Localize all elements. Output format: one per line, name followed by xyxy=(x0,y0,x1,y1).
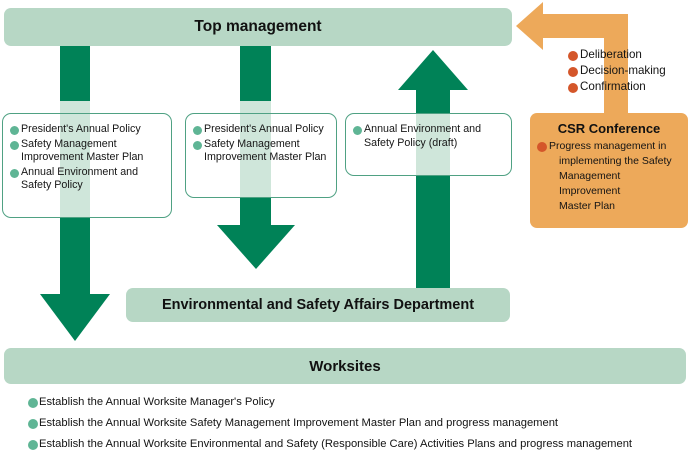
arrow-top-management-to-worksites xyxy=(40,46,110,341)
band-department-label: Environmental and Safety Affairs Departm… xyxy=(161,297,475,313)
list-item: Safety Management Improvement Master Pla… xyxy=(193,138,328,165)
list-item: Deliberation xyxy=(568,48,690,61)
list-item-label: Safety Management Improvement Master Pla… xyxy=(204,137,327,164)
box-draft-policy: Annual Environment and Safety Policy (dr… xyxy=(345,113,512,176)
csr-bullet-text: Progress management in implementing the … xyxy=(549,139,681,214)
list-item: Annual Environment and Safety Policy xyxy=(10,166,163,193)
list-item-label: Annual Environment and Safety Policy xyxy=(21,165,139,192)
list-item: Establish the Annual Worksite Environmen… xyxy=(28,438,688,451)
list-item-label: Annual Environment and Safety Policy (dr… xyxy=(364,123,482,149)
list-item-label: Confirmation xyxy=(580,80,646,93)
list-item: Progress management in implementing the … xyxy=(537,139,681,214)
list-item: President's Annual Policy xyxy=(193,123,328,137)
band-top-management: Top management xyxy=(4,8,512,46)
bullet-dot-icon xyxy=(28,440,38,450)
decision-list: Deliberation Decision-making Confirmatio… xyxy=(568,48,690,96)
bullet-dot-icon xyxy=(537,142,547,152)
bullet-dot-icon xyxy=(10,140,19,150)
band-environmental-safety-affairs-department: Environmental and Safety Affairs Departm… xyxy=(126,288,510,322)
list-item: Confirmation xyxy=(568,80,690,93)
bullet-dot-icon xyxy=(10,168,19,178)
bullet-dot-icon xyxy=(568,67,578,77)
list-item-label: Safety Management Improvement Master Pla… xyxy=(21,137,144,164)
csr-bullet-line: Progress management in xyxy=(549,140,667,152)
bullet-dot-icon xyxy=(353,126,362,135)
list-item-label: Establish the Annual Worksite Environmen… xyxy=(39,438,633,450)
list-item: President's Annual Policy xyxy=(10,123,163,137)
bullet-dot-icon xyxy=(193,140,202,150)
csr-bullet-line: Master Plan xyxy=(559,200,616,212)
list-item-label: Establish the Annual Worksite Safety Man… xyxy=(39,417,559,429)
list-item-label: President's Annual Policy xyxy=(21,123,141,135)
bullet-dot-icon xyxy=(193,126,202,135)
bullet-dot-icon xyxy=(28,398,38,408)
csr-conference-title: CSR Conference xyxy=(557,121,661,136)
list-item-label: President's Annual Policy xyxy=(204,123,324,135)
list-item: Establish the Annual Worksite Manager's … xyxy=(28,396,688,409)
list-item: Decision-making xyxy=(568,64,690,77)
arrow-top-management-to-department xyxy=(217,46,295,269)
list-item: Safety Management Improvement Master Pla… xyxy=(10,138,163,165)
bullet-dot-icon xyxy=(568,83,578,93)
list-item-label: Establish the Annual Worksite Manager's … xyxy=(39,396,275,408)
csr-bullet-line: implementing the Safety xyxy=(559,155,672,167)
list-item-label: Decision-making xyxy=(580,64,666,77)
bullet-dot-icon xyxy=(28,419,38,429)
box-department-inputs: President's Annual Policy Safety Managem… xyxy=(185,113,337,198)
list-item: Establish the Annual Worksite Safety Man… xyxy=(28,417,688,430)
bullet-dot-icon xyxy=(568,51,578,61)
list-item-label: Deliberation xyxy=(580,48,642,61)
arrow-csr-to-top-management xyxy=(516,2,628,120)
list-item: Annual Environment and Safety Policy (dr… xyxy=(353,123,503,150)
box-top-management-outputs: President's Annual Policy Safety Managem… xyxy=(2,113,172,218)
panel-csr-conference: CSR Conference Progress management in im… xyxy=(530,113,688,228)
band-worksites: Worksites xyxy=(4,348,686,384)
csr-bullet-line: Management Improvement xyxy=(559,170,621,197)
bullet-dot-icon xyxy=(10,126,19,135)
worksite-activity-list: Establish the Annual Worksite Manager's … xyxy=(28,396,688,459)
band-top-management-label: Top management xyxy=(194,18,322,35)
band-worksites-label: Worksites xyxy=(309,357,381,375)
